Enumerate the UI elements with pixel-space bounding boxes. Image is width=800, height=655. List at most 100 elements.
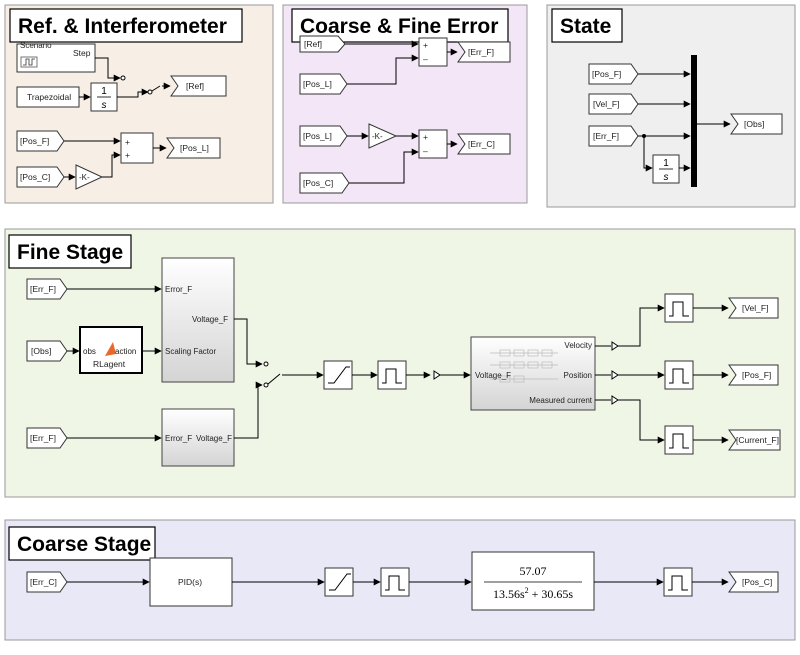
fine-stage-plant-subsystem[interactable] bbox=[470, 336, 596, 411]
mux-block[interactable] bbox=[691, 55, 697, 187]
goto-err-c-label: [Err_C] bbox=[468, 139, 495, 149]
from-err-c-tag[interactable] bbox=[26, 571, 68, 593]
plant-out-position: Position bbox=[564, 371, 592, 380]
area-ref-interferometer: Ref. & Interferometer Scenario Step Trap… bbox=[4, 4, 274, 204]
from-pos-f-tag[interactable] bbox=[16, 130, 65, 152]
area-state-title: State bbox=[560, 15, 611, 38]
from-obs-tag[interactable] bbox=[26, 340, 68, 362]
sum-ref-plus1: + bbox=[125, 137, 130, 147]
rate-transition-arrow bbox=[433, 370, 441, 380]
rl-controller-subsystem[interactable] bbox=[161, 257, 235, 383]
baseline-sub-out: Voltage_F bbox=[196, 434, 232, 443]
from-err-c-label: [Err_C] bbox=[30, 577, 57, 587]
saturation-block-fine[interactable] bbox=[323, 360, 353, 390]
plant-out-velocity: Velocity bbox=[564, 341, 592, 350]
area-state-title-box bbox=[551, 8, 623, 43]
manual-switch-ref[interactable] bbox=[120, 75, 161, 95]
from-vel-f-label: [Vel_F] bbox=[593, 99, 619, 109]
from-pos-f-state-tag[interactable] bbox=[588, 63, 639, 85]
from-pos-l-label: [Pos_L] bbox=[303, 79, 332, 89]
manual-switch-fine[interactable] bbox=[263, 361, 281, 388]
area-fine-title-box bbox=[8, 234, 132, 269]
goto-pos-l-tag[interactable] bbox=[166, 137, 221, 159]
zoh-block-coarse[interactable] bbox=[380, 567, 410, 597]
zoh-block-fine[interactable] bbox=[377, 360, 407, 390]
transfer-function-block[interactable] bbox=[471, 551, 595, 611]
goto-current-f-tag[interactable] bbox=[728, 429, 781, 451]
step-scenario-label: Scenario bbox=[20, 41, 52, 50]
zoh-block-pos[interactable] bbox=[664, 360, 694, 390]
from-err-f-fine2-label: [Err_F] bbox=[30, 433, 56, 443]
sum-block-ref[interactable] bbox=[120, 132, 154, 164]
goto-pos-c-tag[interactable] bbox=[728, 571, 779, 593]
integrator-num: 1 bbox=[101, 86, 107, 97]
sum-block-err-c[interactable] bbox=[418, 129, 448, 159]
baseline-controller-subsystem[interactable] bbox=[161, 408, 235, 467]
saturation-block-coarse[interactable] bbox=[324, 567, 354, 597]
baseline-sub-in: Error_F bbox=[165, 434, 192, 443]
from-pos-f-state-label: [Pos_F] bbox=[592, 69, 621, 79]
goto-ref-label: [Ref] bbox=[186, 81, 204, 91]
goto-vel-f-tag[interactable] bbox=[728, 297, 779, 319]
from-pos-c-err-label: [Pos_C] bbox=[303, 178, 333, 188]
zoh-block-coarse-out[interactable] bbox=[663, 567, 693, 597]
goto-err-f-label: [Err_F] bbox=[468, 47, 494, 57]
output-current-chain: [Current_F] bbox=[595, 395, 781, 455]
from-err-f-state-tag[interactable] bbox=[588, 125, 639, 147]
integrator-state-num: 1 bbox=[663, 158, 669, 169]
rl-sub-in2: Scaling Factor bbox=[165, 347, 216, 356]
from-err-f-fine2-tag[interactable] bbox=[26, 427, 68, 449]
zoh-block-current[interactable] bbox=[664, 425, 694, 455]
rl-agent-name: RLagent bbox=[93, 359, 126, 369]
pulse-icon bbox=[23, 58, 35, 66]
area-coarse-title: Coarse Stage bbox=[17, 533, 151, 556]
from-pos-l2-label: [Pos_L] bbox=[303, 131, 332, 141]
area-fine-stage: Fine Stage [Err_F] [Obs] obs action RLag… bbox=[4, 228, 796, 498]
rl-sub-in1: Error_F bbox=[165, 285, 192, 294]
plant-out-current: Measured current bbox=[529, 396, 592, 405]
goto-err-c-tag[interactable] bbox=[457, 133, 511, 155]
zoh-block-vel[interactable] bbox=[664, 293, 694, 323]
gain-err-label: -K- bbox=[372, 132, 383, 141]
goto-pos-f-tag[interactable] bbox=[728, 364, 779, 386]
goto-err-f-tag[interactable] bbox=[457, 41, 511, 63]
area-ref-title: Ref. & Interferometer bbox=[18, 15, 227, 38]
from-pos-c-label: [Pos_C] bbox=[20, 172, 50, 182]
gain-block-err[interactable] bbox=[368, 123, 398, 149]
rl-agent-out-port: action bbox=[115, 347, 136, 356]
area-state: State [Pos_F] [Vel_F] [Err_F] 1 s [Obs] bbox=[546, 4, 796, 208]
plant-in-port: Voltage_F bbox=[475, 371, 511, 380]
from-pos-c-tag[interactable] bbox=[16, 166, 65, 188]
plant-internal-preview bbox=[490, 349, 558, 383]
sum-err-c-minus: – bbox=[423, 146, 428, 156]
zoh-icon bbox=[382, 368, 402, 384]
gain-ref-label: -K- bbox=[79, 173, 90, 182]
sum-err-f-plus: + bbox=[423, 40, 428, 50]
goto-ref-tag[interactable] bbox=[170, 75, 227, 97]
from-ref-tag[interactable] bbox=[299, 35, 346, 53]
from-pos-l-tag[interactable] bbox=[299, 73, 348, 95]
output-velocity-chain: [Vel_F] bbox=[595, 293, 779, 351]
step-label: Step bbox=[73, 48, 91, 58]
from-ref-label: [Ref] bbox=[304, 39, 322, 49]
from-vel-f-tag[interactable] bbox=[588, 93, 639, 115]
from-obs-label: [Obs] bbox=[31, 346, 51, 356]
matlab-icon bbox=[105, 342, 116, 356]
gain-block-ref[interactable] bbox=[75, 164, 104, 190]
from-err-f-fine-tag[interactable] bbox=[26, 278, 68, 300]
from-pos-l2-tag[interactable] bbox=[299, 125, 348, 147]
zoh-coarse-icon bbox=[385, 575, 405, 591]
tf-numerator: 57.07 bbox=[520, 564, 547, 578]
goto-obs-label: [Obs] bbox=[744, 119, 764, 129]
from-err-f-fine-label: [Err_F] bbox=[30, 284, 56, 294]
area-fine-title: Fine Stage bbox=[17, 241, 123, 264]
goto-pos-f-label: [Pos_F] bbox=[742, 370, 771, 380]
output-position-chain: [Pos_F] bbox=[595, 360, 779, 390]
from-pos-c-err-tag[interactable] bbox=[299, 172, 350, 194]
rl-sub-out: Voltage_F bbox=[192, 315, 228, 324]
sum-ref-plus2: + bbox=[125, 150, 130, 160]
rl-agent-in-port: obs bbox=[83, 347, 96, 356]
area-err-title: Coarse & Fine Error bbox=[300, 15, 498, 38]
goto-obs-tag[interactable] bbox=[730, 113, 783, 135]
